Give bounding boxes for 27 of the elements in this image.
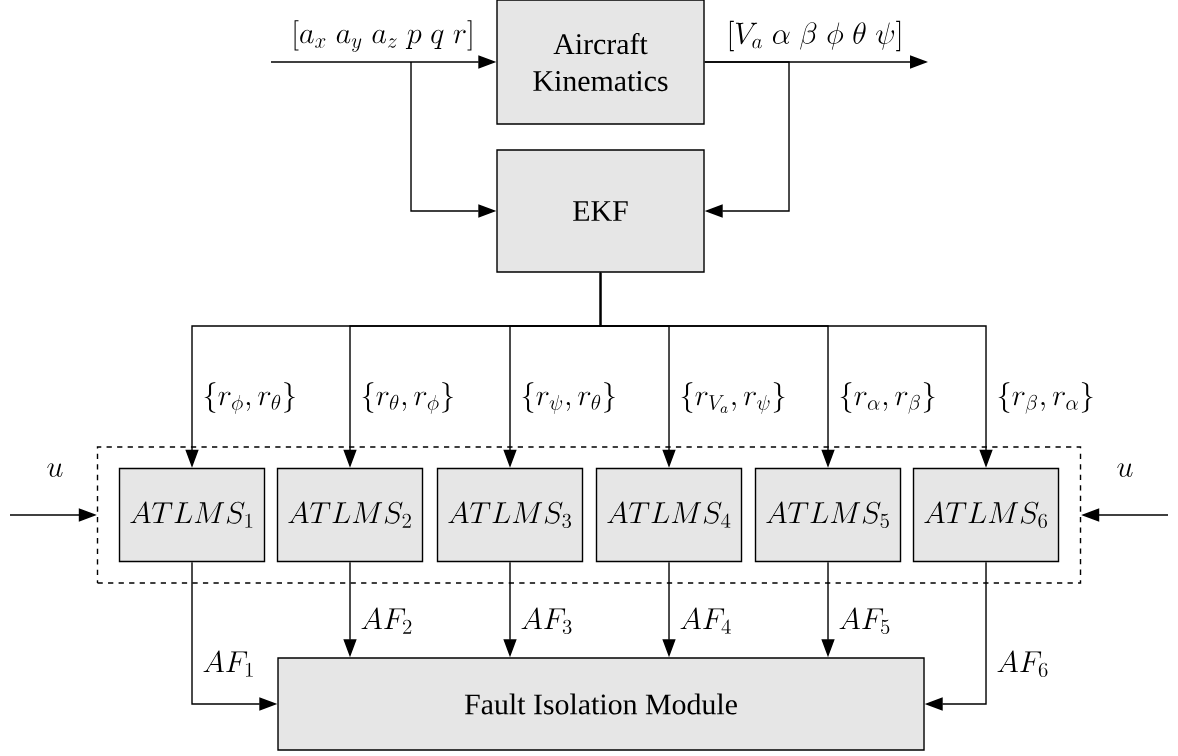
edge-label: $[V_a\; \alpha\; \beta\; \phi\; \theta\; \psi]$ — [729, 20, 901, 52]
process-box: $ATLMS_1$ — [118, 467, 266, 563]
group-frame — [96, 446, 1082, 584]
edge-label: $\{r_\alpha, r_\beta\}$ — [840, 382, 935, 414]
arrow — [704, 61, 790, 218]
edge-label: $\{r_\psi, r_\theta\}$ — [522, 382, 615, 414]
edge-label: $AF_2$ — [361, 607, 412, 634]
edge-label: $AF_3$ — [521, 607, 572, 635]
process-box: Aircraft Kinematics — [496, 0, 705, 125]
edge-label: $AF_4$ — [680, 607, 731, 634]
edge-label: $AF_1$ — [203, 650, 253, 677]
edge-label: $\{r_\theta, r_\phi\}$ — [362, 382, 453, 414]
process-box: $ATLMS_6$ — [912, 467, 1060, 563]
process-box: $ATLMS_2$ — [276, 467, 424, 563]
edge-label: $\{r_{V_a}, r_\psi\}$ — [681, 382, 785, 414]
edge-label: $[a_x\; a_y\; a_z\; p\; q\; r]$ — [294, 20, 472, 52]
process-box: $ATLMS_3$ — [436, 467, 584, 563]
edge-label: $\{r_\beta, r_\alpha\}$ — [998, 382, 1093, 414]
edge-label: $u$ — [47, 463, 63, 477]
process-box: $ATLMS_4$ — [595, 467, 743, 563]
process-box: EKF — [496, 149, 705, 273]
edge-label: $AF_6$ — [997, 650, 1048, 678]
edge-label: $u$ — [1117, 463, 1133, 477]
process-box: $ATLMS_5$ — [754, 467, 902, 563]
process-box: Fault Isolation Module — [277, 657, 925, 751]
edge-label: $AF_5$ — [839, 607, 890, 635]
edge-label: $\{r_\phi, r_\theta\}$ — [204, 382, 295, 414]
